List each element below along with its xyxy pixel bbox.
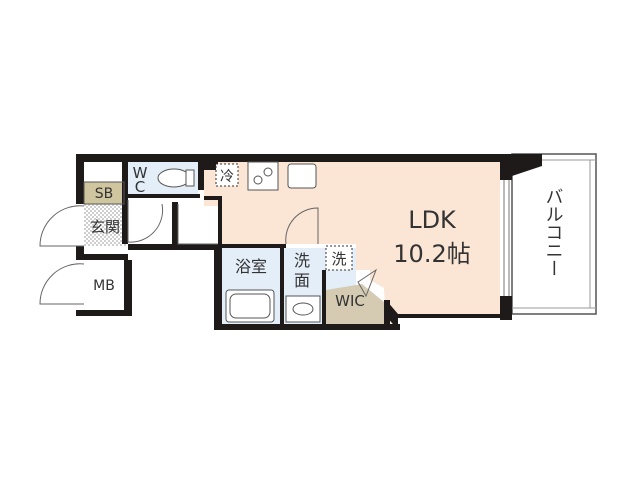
wic-label: WIC — [335, 292, 365, 310]
meter-box-floor — [84, 260, 128, 310]
wc-label-line2: C — [135, 178, 145, 196]
wc-label-line1: W — [133, 164, 148, 182]
toilet-icon — [157, 168, 191, 188]
balcony — [511, 153, 597, 315]
ldk-size-label: 10.2帖 — [393, 240, 470, 268]
entrance-label: 玄関 — [90, 218, 120, 236]
bathtub-icon — [225, 289, 275, 323]
fridge-label: 冷 — [220, 169, 234, 185]
bath-label: 浴室 — [235, 257, 267, 276]
shoe-box-icon — [83, 181, 125, 205]
fridge-icon — [215, 163, 239, 187]
shoe-box-floor — [84, 182, 124, 204]
sink-icon — [287, 163, 317, 189]
entrance-floor — [84, 204, 128, 246]
doors — [39, 200, 378, 305]
washer-icon — [325, 245, 353, 271]
balcony-label: バルコニー — [543, 187, 564, 277]
washroom-label-line1: 洗 — [294, 251, 310, 270]
corridor-floor — [128, 196, 204, 246]
stove-icon — [247, 161, 279, 191]
shoe-box-label: SB — [95, 186, 114, 202]
meter-box-label: MB — [93, 278, 115, 294]
ldk-label: LDK — [408, 206, 457, 234]
wash-basin-icon — [285, 295, 321, 323]
fixtures — [83, 161, 353, 323]
walls — [76, 154, 542, 330]
ldk-floor — [204, 162, 500, 324]
wic-floor — [326, 284, 384, 324]
washroom-label-line2: 面 — [294, 271, 310, 290]
washer-label: 洗 — [331, 250, 346, 268]
